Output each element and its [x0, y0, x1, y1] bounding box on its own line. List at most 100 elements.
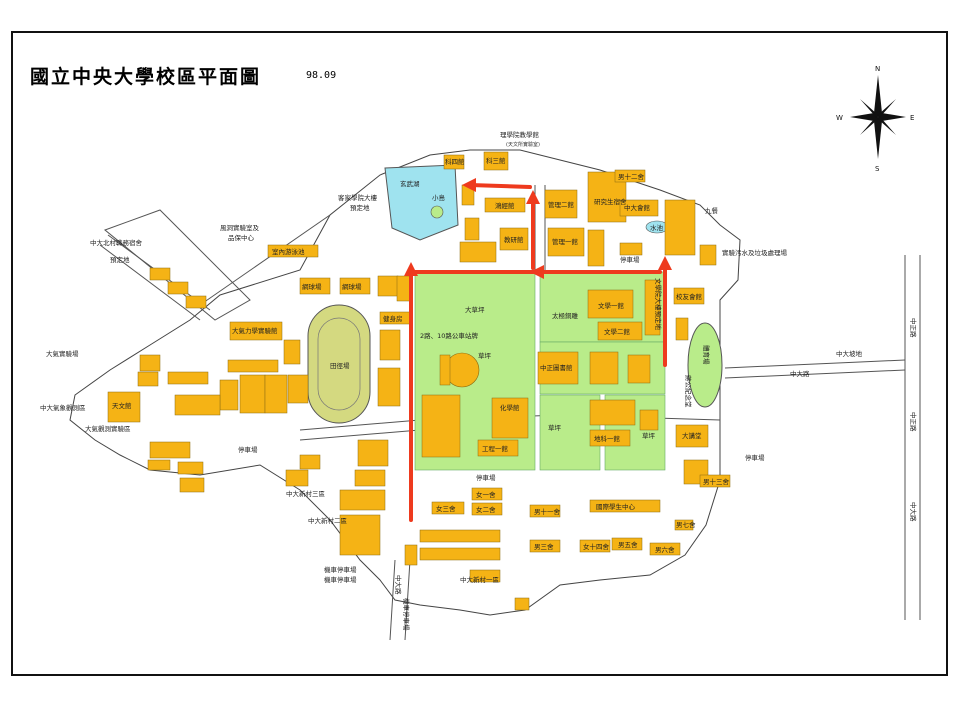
bldg-hx[interactable] [299, 454, 321, 470]
bldg-bhall2[interactable] [179, 477, 205, 493]
bldg-da-right[interactable] [264, 374, 288, 414]
bldg-huan[interactable] [167, 371, 209, 385]
bldg-yc2[interactable] [396, 275, 412, 302]
bldg-dorm-sw3[interactable] [469, 569, 501, 583]
bldg-dorm-sw2[interactable] [419, 547, 501, 561]
bldg-dorm14[interactable] [579, 539, 611, 553]
bldg-lib-south[interactable] [459, 241, 497, 263]
compass-w: W [836, 114, 843, 122]
bldg-chem[interactable] [491, 397, 529, 439]
label-dorm-f2: 女二舍 [476, 505, 496, 514]
bldg-a[interactable] [139, 354, 161, 372]
bldg-mgmt1[interactable] [547, 227, 585, 257]
bldg-guest[interactable] [589, 499, 661, 513]
bldg-zhongzheng-tsg[interactable] [537, 351, 579, 385]
lecture-hall-wing[interactable] [439, 354, 451, 386]
bldg-da-mid[interactable] [239, 374, 266, 414]
bldg-alumni[interactable] [673, 287, 705, 305]
label-fac-west4: 中大氣象觀測區 [40, 403, 86, 412]
bldg-north2[interactable] [167, 281, 189, 295]
bldg-mk[interactable] [287, 374, 309, 404]
bldg-eng2[interactable] [421, 394, 461, 458]
bldg-yan[interactable] [174, 394, 221, 416]
bldg-wpb[interactable] [354, 469, 386, 487]
bldg-ldd[interactable] [404, 544, 418, 566]
bldg-ctright[interactable] [627, 354, 651, 384]
label-indoor: 室內游泳池 [272, 247, 305, 256]
label-dike: 地科一館 [594, 434, 621, 443]
bldg-lake-memo[interactable] [644, 279, 661, 336]
bldg-bhall[interactable] [177, 461, 204, 475]
xuanwu-lake [384, 164, 459, 241]
bldg-indoor[interactable] [267, 244, 319, 258]
compass-rose: N S E W [836, 65, 914, 173]
buildings [107, 151, 731, 611]
bldg-mgmt2[interactable] [544, 189, 578, 219]
label-fac-west3: 大氣觀測實驗區 [85, 424, 131, 433]
bldg-wenyi[interactable] [587, 289, 634, 319]
bldg-da-ce[interactable] [227, 359, 279, 373]
bldg-dike[interactable] [589, 429, 631, 447]
label-dorm13: 男十三舍 [703, 477, 730, 486]
bldg-mr[interactable] [285, 469, 309, 487]
bldg-jia[interactable] [499, 227, 529, 251]
bldg-xinc[interactable] [339, 489, 386, 511]
bldg-comm-hall[interactable] [229, 321, 283, 341]
bldg-xinc2[interactable] [339, 514, 381, 556]
label-tennis2: 網球場 [342, 282, 362, 291]
label-wener: 文學二館 [604, 327, 631, 336]
bldg-north3[interactable] [185, 295, 207, 309]
bldg-dorm5[interactable] [611, 537, 643, 551]
label-dorm11: 男十一舍 [534, 507, 561, 516]
label-tianwen: 天文館 [112, 401, 132, 410]
bldg-eng1[interactable] [477, 439, 519, 457]
bldg-ai[interactable] [149, 441, 191, 459]
bldg-dorm12[interactable] [614, 169, 646, 183]
bldg-dorm-f3[interactable] [431, 501, 465, 515]
bldg-keli[interactable] [443, 154, 465, 170]
bldg-pp[interactable] [514, 597, 530, 611]
label-lawn-w: 草坪 [478, 351, 492, 360]
bldg-sky[interactable] [137, 371, 159, 387]
bldg-fang[interactable] [589, 351, 619, 385]
bldg-guoding[interactable] [587, 229, 605, 267]
bldg-dorm13b[interactable] [699, 474, 731, 488]
bldg-hitech[interactable] [484, 197, 526, 213]
bldg-keyi[interactable] [483, 151, 509, 171]
bldg-zhong-east[interactable] [675, 317, 689, 341]
bldg-dorm-f1[interactable] [471, 487, 503, 501]
bldg-dorm11[interactable] [529, 504, 561, 518]
bldg-shuiwen[interactable] [639, 409, 659, 431]
label-dorm-f3: 女三舍 [436, 504, 456, 513]
bldg-tennis2[interactable] [339, 277, 371, 295]
bldg-wener[interactable] [597, 321, 643, 341]
bldg-dorm6[interactable] [649, 542, 681, 556]
bldg-sports-e[interactable] [283, 339, 301, 365]
bldg-pr[interactable] [619, 242, 643, 256]
bldg-north1[interactable] [149, 267, 171, 281]
bldg-zhongda[interactable] [619, 199, 659, 217]
bldg-dorm9[interactable] [664, 199, 696, 256]
bldg-gongwu[interactable] [147, 459, 171, 471]
bldg-dorm7[interactable] [674, 519, 694, 531]
bldg-dorm-f2[interactable] [471, 502, 503, 516]
bldg-ball[interactable] [377, 367, 401, 407]
bldg-yongchi[interactable] [377, 275, 399, 297]
label-ctr: 大講堂 [682, 431, 702, 440]
bldg-wpa[interactable] [357, 439, 389, 467]
bldg-dorm-sw1[interactable] [419, 529, 501, 543]
bldg-da-left[interactable] [219, 379, 239, 411]
bldg-dijiang[interactable] [589, 399, 636, 426]
bldg-tianwen[interactable] [107, 391, 141, 423]
arrow-center [530, 265, 544, 279]
bldg-pe[interactable] [379, 329, 401, 361]
bldg-tennis[interactable] [299, 277, 331, 295]
label-guest: 國際學生中心 [596, 502, 636, 511]
bldg-ctr[interactable] [675, 424, 709, 448]
label-jiuliao: 九餐 [705, 206, 719, 215]
label-chem: 化學館 [500, 403, 520, 412]
bldg-dorm3[interactable] [529, 539, 561, 553]
bldg-ke1[interactable] [464, 217, 480, 241]
label-lake: 玄武湖 [400, 179, 420, 188]
bldg-sewage[interactable] [699, 244, 717, 266]
